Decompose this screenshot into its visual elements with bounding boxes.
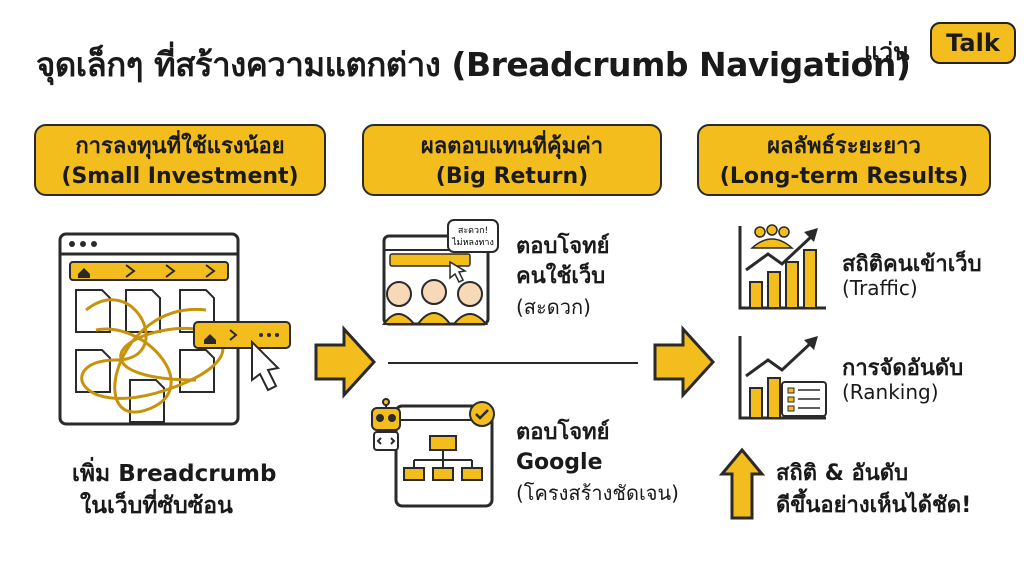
users-group-icon <box>750 224 794 249</box>
breadcrumb-website-illustration <box>58 232 291 426</box>
robot-icon <box>371 398 401 451</box>
arrow-right-icon <box>314 325 377 399</box>
header-heading: ผลลัพธ์ระยะยาว <box>767 134 921 159</box>
summary-line1: สถิติ & อันดับ <box>776 461 909 486</box>
investment-line1: เพิ่ม Breadcrumb <box>72 461 277 487</box>
home-icon <box>204 334 216 344</box>
return-google-line2: Google <box>516 450 603 475</box>
traffic-label: สถิติคนเข้าเว็บ <box>842 252 982 277</box>
return-google-line1: ตอบโจทย์ <box>516 420 610 445</box>
return-users-line1: ตอบโจทย์ <box>516 234 610 259</box>
return-google-text: ตอบโจทย์ Google (โครงสร้างชัดเจน) <box>516 418 679 508</box>
speech-bubble <box>447 219 499 253</box>
sitemap-icon <box>429 435 457 451</box>
tangled-links <box>80 298 225 400</box>
cursor-icon <box>449 260 468 284</box>
investment-caption: เพิ่ม Breadcrumb ในเว็บที่ซับซ้อน <box>72 458 276 522</box>
header-big-return: ผลตอบแทนที่คุ้มค่า (Big Return) <box>362 124 662 196</box>
page-title: จุดเล็กๆ ที่สร้างความแตกต่าง (Breadcrumb… <box>36 45 911 84</box>
document-icons <box>75 289 215 423</box>
breadcrumb-bar <box>69 261 229 281</box>
check-icon <box>469 401 495 427</box>
header-subheading: (Big Return) <box>435 164 589 189</box>
summary-line2: ดีขึ้นอย่างเห็นได้ชัด! <box>776 493 972 518</box>
ranking-chart-icon <box>738 336 827 420</box>
speech-line1: สะดวก! <box>458 226 488 236</box>
ranking-sublabel: (Ranking) <box>842 380 939 404</box>
hand-pointer-icon <box>251 339 281 392</box>
return-users-line2: คนใช้เว็บ <box>516 264 606 289</box>
breadcrumb-callout <box>193 321 291 349</box>
home-icon <box>78 268 90 278</box>
return-google-line3: (โครงสร้างชัดเจน) <box>516 481 679 505</box>
divider-line <box>388 362 638 364</box>
brand-bubble: Talk <box>930 22 1016 64</box>
header-heading: การลงทุนที่ใช้แรงน้อย <box>75 134 285 159</box>
header-long-term-results: ผลลัพธ์ระยะยาว (Long-term Results) <box>697 124 991 196</box>
speech-line2: ไม่หลงทาง <box>451 237 494 248</box>
arrow-right-icon <box>653 325 716 399</box>
traffic-chart-icon <box>738 224 826 310</box>
brand-word: แว่น <box>864 38 910 66</box>
return-users-text: ตอบโจทย์ คนใช้เว็บ (สะดวก) <box>516 232 610 322</box>
happy-users-illustration: สะดวก! ไม่หลงทาง <box>382 219 499 326</box>
google-bot-illustration <box>371 398 495 508</box>
header-heading: ผลตอบแทนที่คุ้มค่า <box>420 134 604 159</box>
header-subheading: (Small Investment) <box>61 164 299 189</box>
arrow-up-icon <box>718 447 766 520</box>
investment-line2: ในเว็บที่ซับซ้อน <box>80 493 233 519</box>
header-subheading: (Long-term Results) <box>719 164 969 189</box>
user-faces <box>382 279 489 325</box>
header-small-investment: การลงทุนที่ใช้แรงน้อย (Small Investment) <box>34 124 326 196</box>
summary-text: สถิติ & อันดับ ดีขึ้นอย่างเห็นได้ชัด! <box>776 458 971 522</box>
return-users-line3: (สะดวก) <box>516 295 591 319</box>
ranking-label: การจัดอันดับ <box>842 356 964 381</box>
traffic-sublabel: (Traffic) <box>842 276 918 300</box>
